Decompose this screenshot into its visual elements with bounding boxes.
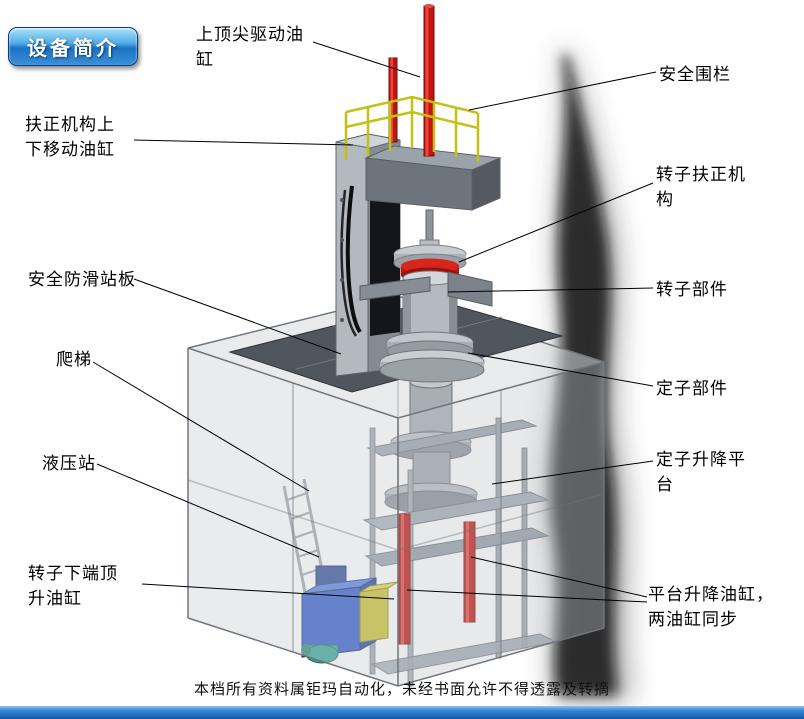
label-rotor-bottom-jack-cylinder: 转子下端顶 升油缸	[28, 564, 118, 608]
label-rotor-centering-mechanism: 转子扶正机 构	[656, 165, 746, 209]
label-rotor-component: 转子部件	[656, 280, 728, 299]
top-platform-box	[364, 145, 502, 211]
footer-disclaimer: 本档所有资料属钜玛自动化，未经书面允许不得透露及转摘	[193, 682, 610, 698]
rotor-centering-arm-graphic	[359, 271, 493, 307]
rotor-assembly-graphic	[379, 209, 485, 383]
label-centering-mechanism-cylinder: 扶正机构上 下移动油缸	[25, 115, 115, 159]
platform-lift-cylinders-graphic	[398, 513, 476, 645]
label-anti-slip-platform: 安全防滑站板	[28, 270, 136, 289]
label-platform-lift-cylinders: 平台升降油缸， 两油缸同步	[648, 585, 774, 629]
label-hydraulic-station: 液压站	[42, 454, 96, 473]
safety-railing-graphic	[344, 95, 480, 162]
bottom-accent-bar	[0, 706, 804, 719]
leader-lines	[92, 41, 657, 603]
title-badge: 设备简介	[8, 27, 138, 66]
label-stator-component: 定子部件	[656, 379, 728, 398]
hydraulic-station-graphic	[301, 565, 399, 664]
label-safety-fence: 安全围栏	[659, 65, 731, 84]
label-ladder: 爬梯	[56, 350, 92, 369]
label-top-spindle-drive-cylinder: 上顶尖驱动油 缸	[196, 25, 304, 69]
pit-frame-edges	[187, 295, 605, 687]
stator-lift-frame	[362, 417, 558, 687]
label-stator-lift-platform: 定子升降平 台	[656, 450, 746, 494]
